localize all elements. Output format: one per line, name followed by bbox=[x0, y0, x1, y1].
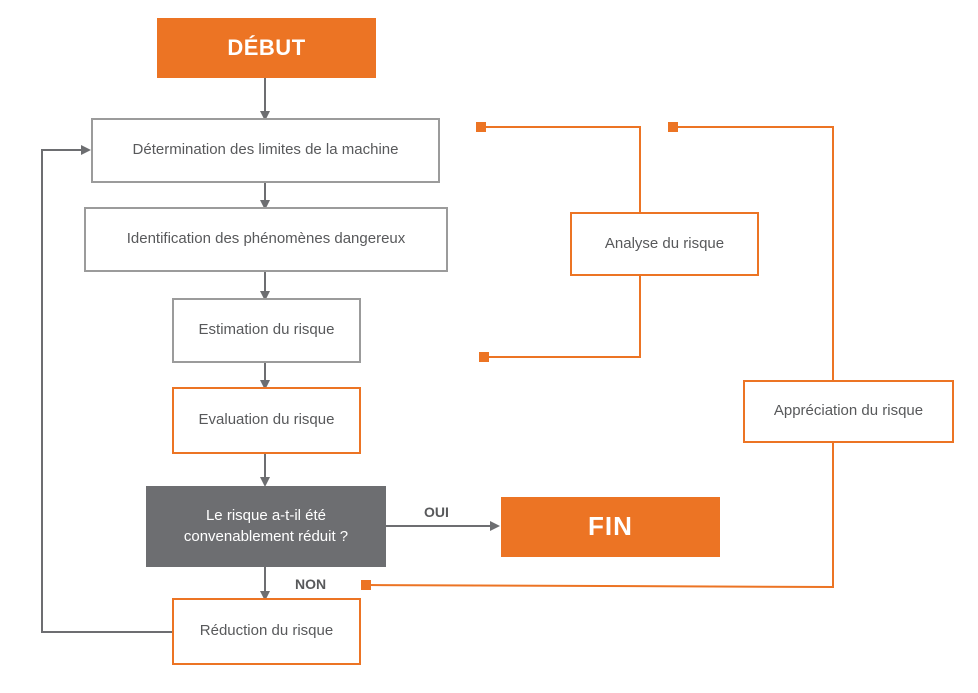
step-machine-limits: Détermination des limites de la machine bbox=[91, 118, 440, 183]
step-hazard-identification-label: Identification des phénomènes dangereux bbox=[126, 230, 406, 248]
step-risk-evaluation: Evaluation du risque bbox=[172, 387, 361, 454]
feedback-loop-line bbox=[41, 145, 173, 633]
group-risk-appraisal-label: Appréciation du risque bbox=[773, 402, 924, 420]
appraisal-bracket-bottom bbox=[365, 443, 834, 589]
analysis-bracket-start-marker bbox=[476, 122, 486, 132]
step-risk-reduction: Réduction du risque bbox=[172, 598, 361, 665]
step-risk-estimation: Estimation du risque bbox=[172, 298, 361, 363]
group-risk-appraisal: Appréciation du risque bbox=[743, 380, 954, 443]
group-risk-analysis: Analyse du risque bbox=[570, 212, 759, 276]
appraisal-bracket-top bbox=[673, 126, 834, 380]
appraisal-bracket-end-marker bbox=[361, 580, 371, 590]
end-label: FIN bbox=[588, 511, 633, 542]
step-risk-reduction-label: Réduction du risque bbox=[199, 622, 334, 640]
step-machine-limits-label: Détermination des limites de la machine bbox=[132, 141, 399, 159]
analysis-bracket-end-marker bbox=[479, 352, 489, 362]
end-box: FIN bbox=[501, 497, 720, 557]
analysis-bracket-top bbox=[481, 126, 641, 212]
start-label: DÉBUT bbox=[227, 35, 306, 61]
decision-label: Le risque a-t-il été convenablement rédu… bbox=[183, 507, 349, 545]
step-risk-evaluation-label: Evaluation du risque bbox=[198, 411, 335, 429]
no-edge-label: NON bbox=[295, 576, 327, 592]
step-risk-estimation-label: Estimation du risque bbox=[198, 321, 335, 339]
group-risk-analysis-label: Analyse du risque bbox=[604, 234, 725, 252]
analysis-bracket-bottom bbox=[484, 276, 641, 358]
yes-edge-label: OUI bbox=[424, 504, 449, 520]
appraisal-bracket-start-marker bbox=[668, 122, 678, 132]
start-box: DÉBUT bbox=[157, 18, 376, 78]
step-hazard-identification: Identification des phénomènes dangereux bbox=[84, 207, 448, 272]
decision-box: Le risque a-t-il été convenablement rédu… bbox=[146, 486, 386, 567]
